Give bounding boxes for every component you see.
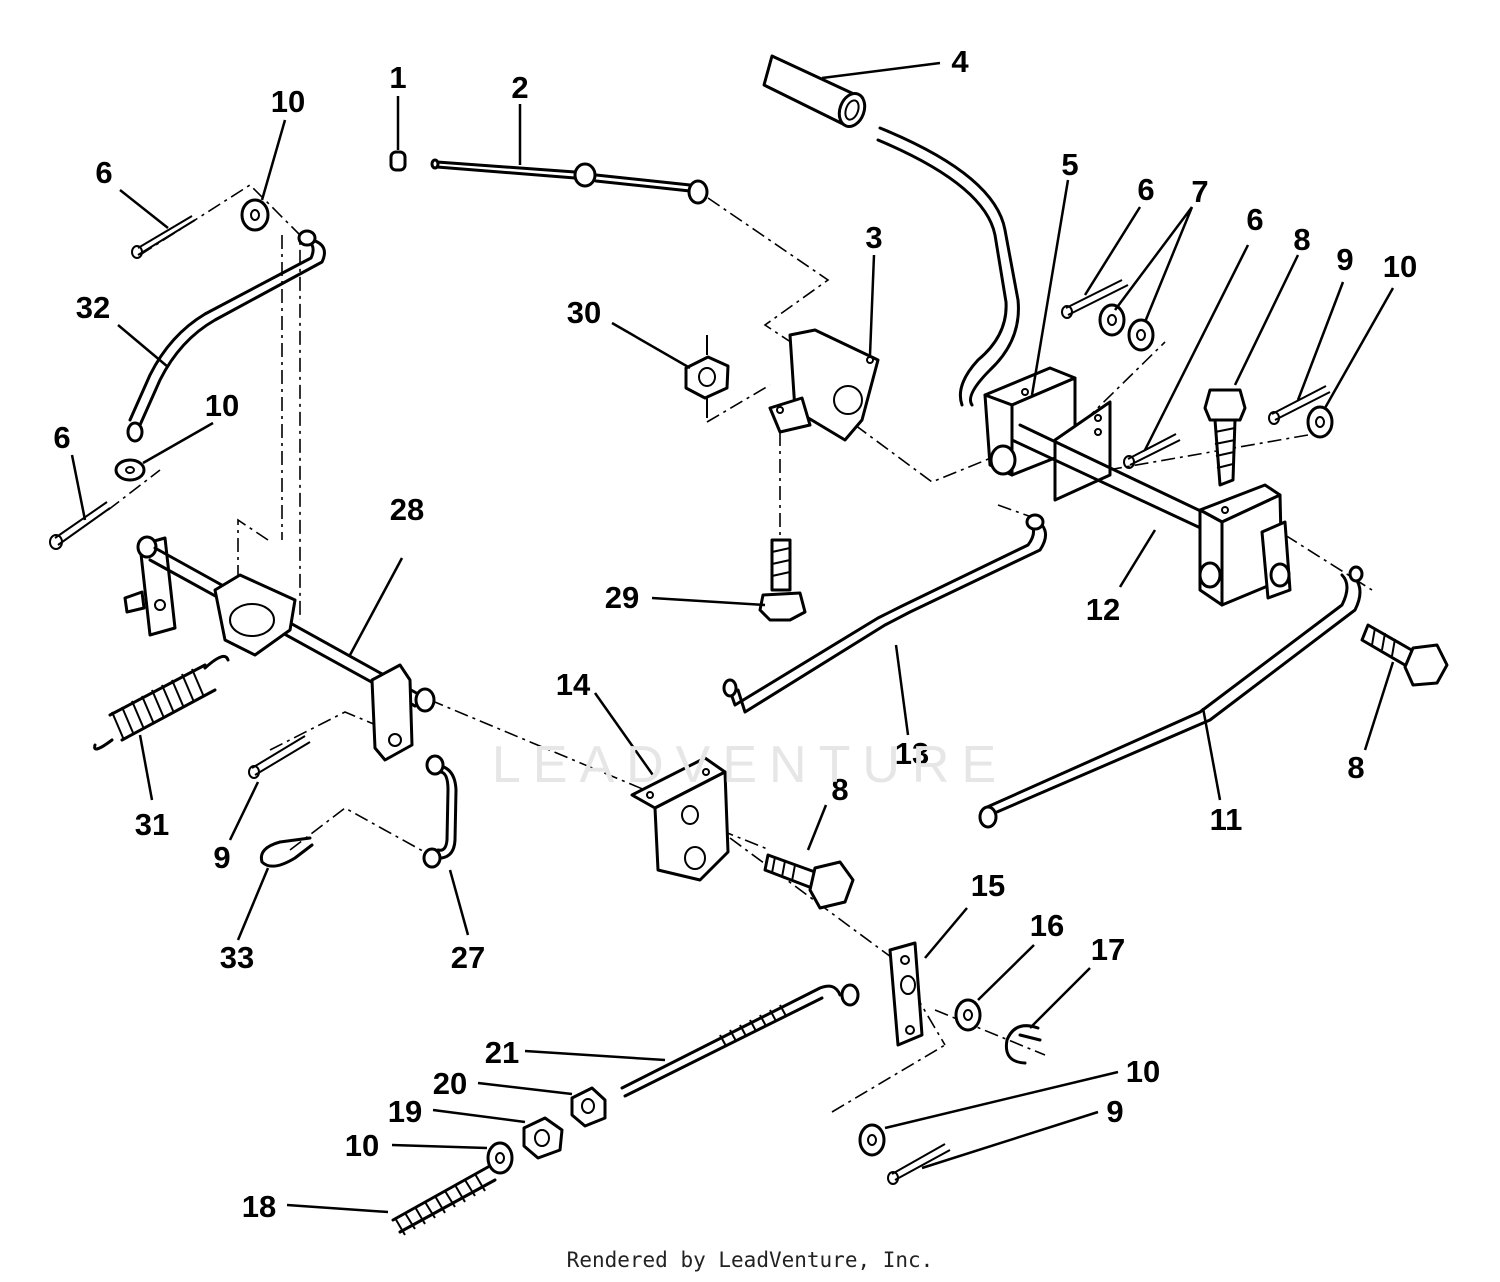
callout-27: 27 xyxy=(451,940,485,975)
clip-17 xyxy=(1004,1024,1042,1065)
handle-grip-4 xyxy=(762,54,867,128)
callout-10-left: 10 xyxy=(205,388,239,423)
alignment-lines xyxy=(107,183,1373,1113)
callout-12: 12 xyxy=(1086,592,1120,627)
nut-30 xyxy=(684,335,730,418)
callout-29: 29 xyxy=(605,580,639,615)
bracket-14 xyxy=(630,756,730,882)
pin-1 xyxy=(389,150,407,172)
callout-9-top: 9 xyxy=(1336,242,1353,277)
shaft-12 xyxy=(1010,423,1292,607)
callout-5: 5 xyxy=(1061,147,1078,182)
rod-11 xyxy=(978,565,1364,829)
callout-10-bottom-left: 10 xyxy=(345,1128,379,1163)
rod-13 xyxy=(722,513,1047,714)
callout-31: 31 xyxy=(135,807,169,842)
callout-13: 13 xyxy=(895,736,929,771)
leader-lines xyxy=(70,61,1395,1214)
lift-lever-5 xyxy=(876,126,1112,502)
callout-7: 7 xyxy=(1191,174,1208,209)
callout-17: 17 xyxy=(1091,932,1125,967)
callout-8-top: 8 xyxy=(1293,222,1310,257)
watermark: LEADVENTURE xyxy=(491,736,1009,794)
callout-10-bottom-right: 10 xyxy=(1126,1054,1160,1089)
callout-21: 21 xyxy=(485,1035,519,1070)
callout-9-bottom: 9 xyxy=(1106,1094,1123,1129)
hairpin-33 xyxy=(259,836,314,868)
callout-6-lever: 6 xyxy=(1137,172,1154,207)
link-27 xyxy=(422,754,458,869)
callout-19: 19 xyxy=(388,1094,422,1129)
callout-18: 18 xyxy=(242,1189,276,1224)
threaded-rod-21 xyxy=(620,983,860,1098)
bolt-29 xyxy=(758,538,807,622)
callout-10-right: 10 xyxy=(1383,249,1417,284)
callout-6-top-left: 6 xyxy=(95,155,112,190)
callout-20: 20 xyxy=(433,1066,467,1101)
hex-bolts-8 xyxy=(763,388,1449,910)
callout-10-top-left: 10 xyxy=(271,84,305,119)
callout-32: 32 xyxy=(76,290,110,325)
callout-8-mid: 8 xyxy=(831,772,848,807)
callout-6-right: 6 xyxy=(1246,202,1263,237)
plate-15 xyxy=(888,941,924,1047)
callout-33: 33 xyxy=(220,940,254,975)
callout-6-left: 6 xyxy=(53,420,70,455)
callout-1: 1 xyxy=(389,60,406,95)
callout-30: 30 xyxy=(567,295,601,330)
callout-11: 11 xyxy=(1210,802,1243,837)
nuts-19-20 xyxy=(522,1086,607,1160)
washers xyxy=(114,198,1334,1175)
callout-8-right: 8 xyxy=(1347,750,1364,785)
spring-18 xyxy=(391,1165,497,1236)
callout-28: 28 xyxy=(390,492,424,527)
spring-31 xyxy=(93,654,230,751)
cotter-pins xyxy=(49,215,1331,1185)
render-credit: Rendered by LeadVenture, Inc. xyxy=(566,1248,934,1272)
callout-3: 3 xyxy=(865,220,882,255)
callout-9-left: 9 xyxy=(213,840,230,875)
callout-15: 15 xyxy=(971,868,1005,903)
callout-numbers: 1 2 3 4 5 6 6 6 6 6 7 8 8 8 9 9 9 10 10 … xyxy=(53,44,1417,1224)
bracket-3 xyxy=(768,328,880,442)
callout-2: 2 xyxy=(511,70,528,105)
callout-4: 4 xyxy=(951,44,969,79)
callout-16: 16 xyxy=(1030,908,1064,943)
callout-14: 14 xyxy=(556,667,591,702)
shaft-28 xyxy=(123,535,436,762)
rod-2 xyxy=(430,158,709,205)
